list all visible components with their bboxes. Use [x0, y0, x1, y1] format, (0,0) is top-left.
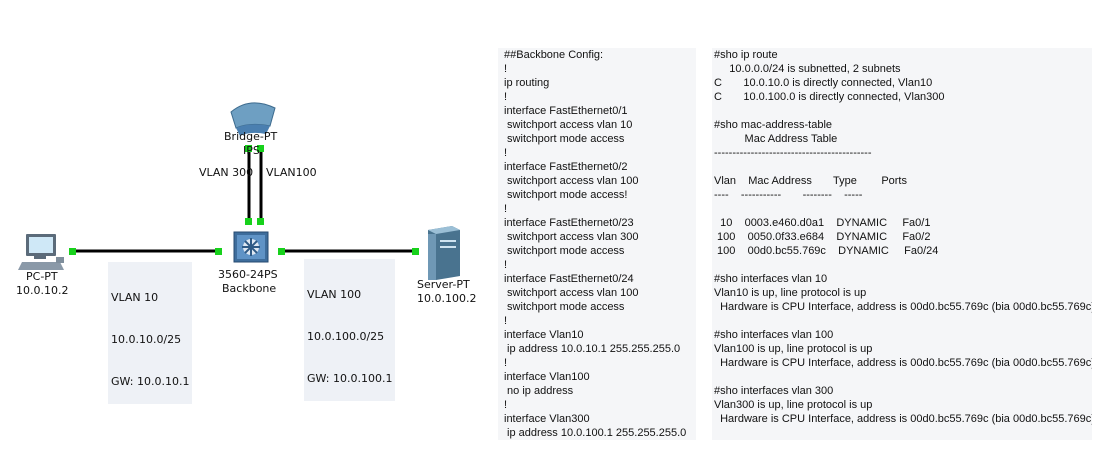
port-light-pc — [69, 248, 76, 255]
config-line: ##Backbone Config: — [504, 49, 604, 61]
right-net-gateway: GW: 10.0.100.1 — [307, 372, 393, 385]
config-line: switchport mode access — [504, 133, 625, 145]
right-net-subnet: 10.0.100.0/25 — [307, 330, 385, 343]
config-line: ! — [504, 259, 508, 271]
command-output-line — [714, 370, 1092, 384]
server-name-label: Server-PT — [417, 278, 470, 291]
command-output-line: 10.0.0.0/24 is subnetted, 2 subnets — [714, 63, 901, 75]
port-status-lights — [69, 145, 419, 255]
config-line: switchport access vlan 100 — [504, 175, 639, 187]
link-label-vlan100: VLAN100 — [266, 166, 317, 179]
config-line: switchport access vlan 100 — [504, 287, 639, 299]
command-output-line: Hardware is CPU Interface, address is 00… — [714, 413, 1092, 425]
port-light-bridge-1 — [245, 145, 252, 152]
command-output-line: #sho interfaces vlan 10 — [714, 273, 828, 285]
right-net-vlan: VLAN 100 — [307, 288, 362, 301]
config-line: no ip address — [504, 385, 574, 397]
config-line: interface FastEthernet0/1 — [504, 105, 628, 117]
command-output-line: C 10.0.100.0 is directly connected, Vlan… — [714, 91, 945, 103]
config-line: interface Vlan300 — [504, 413, 590, 425]
command-output-line: #sho mac-address-table — [714, 119, 833, 131]
command-output-line: Vlan10 is up, line protocol is up — [714, 287, 867, 299]
bridge-icon[interactable] — [230, 102, 276, 136]
config-line: ip routing — [504, 77, 550, 89]
command-output-line: Hardware is CPU Interface, address is 00… — [714, 301, 1092, 313]
command-output-line: C 10.0.10.0 is directly connected, Vlan1… — [714, 77, 933, 89]
server-ip-label: 10.0.100.2 — [417, 292, 477, 305]
show-commands-panel: #sho ip route 10.0.0.0/24 is subnetted, … — [712, 48, 1092, 440]
config-line: interface FastEthernet0/24 — [504, 273, 634, 285]
switch-name-label: Backbone — [222, 282, 277, 295]
command-output-line: Vlan100 is up, line protocol is up — [714, 343, 873, 355]
port-light-bridge-2 — [257, 145, 264, 152]
command-output-line: Vlan300 is up, line protocol is up — [714, 399, 873, 411]
left-network-note: VLAN 10 10.0.10.0/25 GW: 10.0.10.1 — [108, 262, 193, 404]
port-light-switch-fa0-23 — [245, 218, 252, 225]
cables — [72, 148, 416, 253]
command-output-line — [714, 104, 1092, 118]
switch-model-label: 3560-24PS — [218, 268, 278, 281]
config-line: ! — [504, 147, 508, 159]
config-line: ! — [504, 91, 508, 103]
server-icon[interactable] — [428, 226, 460, 280]
left-net-gateway: GW: 10.0.10.1 — [111, 375, 190, 388]
config-line: switchport mode access! — [504, 189, 628, 201]
command-output-line: #sho ip route — [714, 49, 778, 61]
command-output-line: ---- ----------- -------- ----- — [714, 189, 863, 201]
command-output-line — [714, 258, 1092, 272]
port-light-switch-fa0-1 — [215, 248, 222, 255]
port-light-server — [412, 248, 419, 255]
config-line: switchport access vlan 10 — [504, 119, 633, 131]
config-line: ! — [504, 399, 508, 411]
config-line: ! — [504, 63, 508, 75]
config-line: ip address 10.0.100.1 255.255.255.0 — [504, 427, 687, 439]
command-output-line: #sho interfaces vlan 300 — [714, 385, 834, 397]
multilayer-switch-icon[interactable] — [233, 231, 269, 263]
command-output-line — [714, 160, 1092, 174]
command-output-line — [714, 314, 1092, 328]
config-line: switchport access vlan 300 — [504, 231, 639, 243]
bridge-name-label: Bridge-PT — [224, 130, 278, 143]
command-output-line: 100 0050.0f33.e684 DYNAMIC Fa0/2 — [714, 231, 931, 243]
config-line: interface Vlan10 — [504, 329, 584, 341]
port-light-switch-fa0-24 — [257, 218, 264, 225]
config-line: interface FastEthernet0/23 — [504, 217, 634, 229]
right-network-note: VLAN 100 10.0.100.0/25 GW: 10.0.100.1 — [304, 259, 396, 401]
command-output-line: ----------------------------------------… — [714, 147, 872, 159]
config-line: switchport mode access — [504, 245, 625, 257]
bridge-sublabel: IPS — [243, 144, 260, 157]
command-output-line: 10 0003.e460.d0a1 DYNAMIC Fa0/1 — [714, 217, 931, 229]
link-label-vlan300: VLAN 300 — [199, 166, 254, 179]
port-light-switch-fa0-2 — [278, 248, 285, 255]
command-output-line: Hardware is CPU Interface, address is 00… — [714, 357, 1092, 369]
left-net-vlan: VLAN 10 — [111, 291, 159, 304]
command-output-line: Mac Address Table — [714, 133, 838, 145]
config-line: ! — [504, 315, 508, 327]
config-line: switchport mode access — [504, 301, 625, 313]
network-topology-diagram — [18, 102, 460, 280]
backbone-config-panel: ##Backbone Config:! ip routing! interface … — [498, 48, 696, 440]
config-line: ip address 10.0.10.1 255.255.255.0 — [504, 343, 681, 355]
config-line: interface Vlan100 — [504, 371, 590, 383]
config-line: ! — [504, 203, 508, 215]
pc-name-label: PC-PT — [26, 270, 58, 283]
config-line: interface FastEthernet0/2 — [504, 161, 628, 173]
command-output-line: Vlan Mac Address Type Ports — [714, 175, 907, 187]
command-output-line — [714, 202, 1092, 216]
command-output-line: #sho interfaces vlan 100 — [714, 329, 834, 341]
left-net-subnet: 10.0.10.0/25 — [111, 333, 182, 346]
config-line: ! — [504, 357, 508, 369]
pc-ip-label: 10.0.10.2 — [16, 284, 69, 297]
pc-icon[interactable] — [18, 234, 64, 270]
command-output-line: 100 00d0.bc55.769c DYNAMIC Fa0/24 — [714, 245, 939, 257]
